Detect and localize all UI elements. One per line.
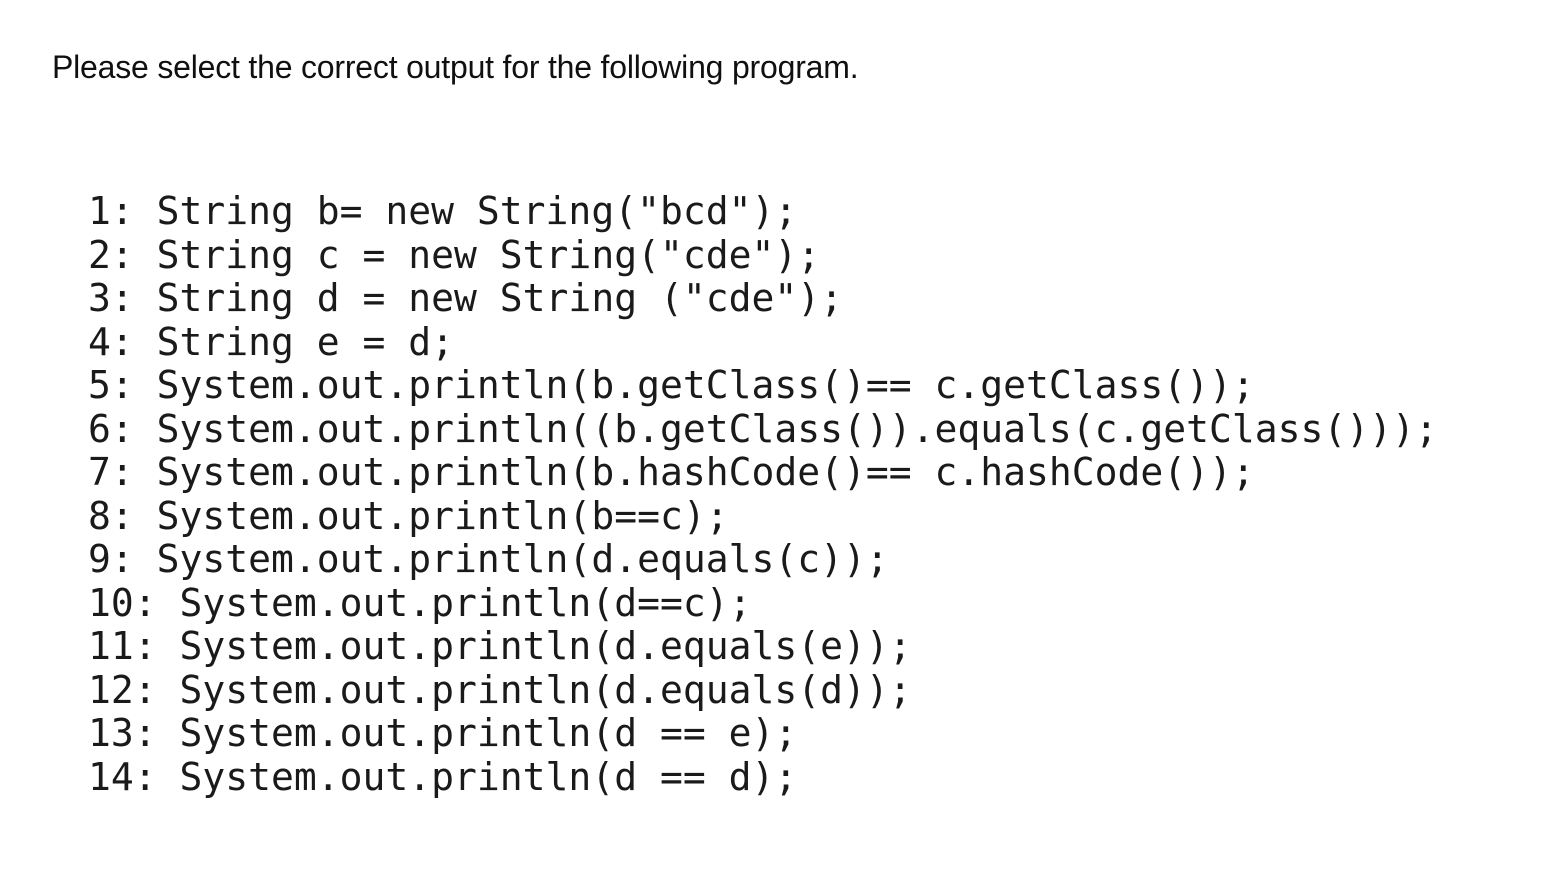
code-line: 6: System.out.println((b.getClass()).equ… — [88, 406, 1438, 451]
code-line: 11: System.out.println(d.equals(e)); — [88, 624, 912, 668]
code-line: 10: System.out.println(d==c); — [88, 580, 752, 625]
code-line: 12: System.out.println(d.equals(d)); — [88, 667, 912, 712]
code-line: 4: String e = d; — [88, 319, 455, 364]
code-line: 2: String c = new String("cde"); — [88, 232, 821, 277]
code-line: 8: System.out.println(b==c); — [88, 493, 729, 538]
code-line: 9: System.out.println(d.equals(c)); — [88, 537, 889, 581]
code-line: 14: System.out.println(d == d); — [88, 754, 798, 799]
code-line: 1: String b= new String("bcd"); — [88, 189, 798, 233]
code-line: 7: System.out.println(b.hashCode()== c.h… — [88, 450, 1255, 494]
code-listing: 1: String b= new String("bcd");2: String… — [88, 189, 1438, 799]
page-title: Please select the correct output for the… — [52, 49, 859, 85]
code-line: 3: String d = new String ("cde"); — [88, 276, 843, 320]
code-line: 5: System.out.println(b.getClass()== c.g… — [88, 363, 1255, 407]
code-line: 13: System.out.println(d == e); — [88, 711, 798, 755]
